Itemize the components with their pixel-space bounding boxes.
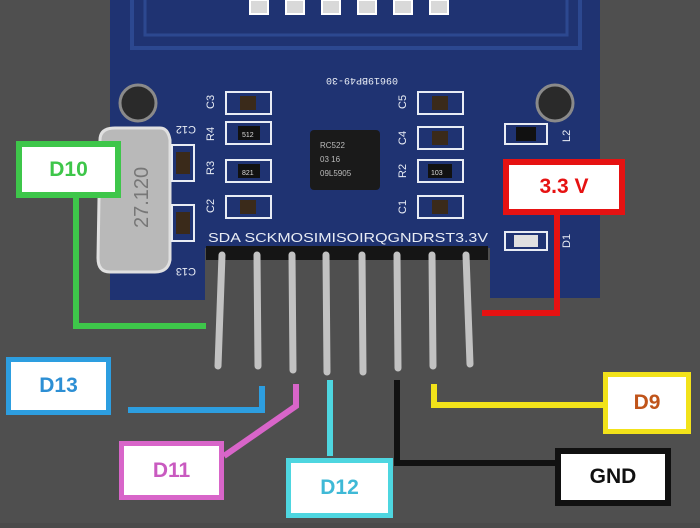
l2-inductor: [504, 123, 548, 145]
svg-text:C5: C5: [397, 95, 409, 109]
wire-gnd: [394, 380, 555, 466]
rc522-chip: RC522 03 16 09L5905: [310, 130, 380, 190]
label-3v3: 3.3 V: [503, 159, 625, 215]
antenna-trace: [130, 0, 582, 50]
label-d12: D12: [286, 458, 393, 518]
chip-text-2: 03 16: [320, 155, 341, 164]
left-components: 512 821 C3 R4 R3 C2: [205, 91, 272, 219]
svg-text:C12: C12: [176, 123, 196, 135]
label-d11-text: D11: [152, 458, 191, 482]
chip-text-1: RC522: [320, 141, 345, 150]
svg-text:C1: C1: [397, 200, 409, 214]
wire-d11: [222, 384, 299, 459]
svg-text:D1: D1: [561, 234, 573, 248]
label-d10: D10: [16, 141, 121, 198]
wire-d10: [73, 195, 206, 329]
svg-text:C2: C2: [205, 199, 217, 213]
c13-cap: [171, 204, 195, 242]
right-components: 103 C5 C4 R2 C1: [397, 91, 464, 219]
label-d13: D13: [6, 357, 111, 415]
header-silkscreen: SDA SCKMOSIMISOIRQGNDRST3.3V: [208, 230, 488, 245]
svg-text:103: 103: [431, 170, 443, 177]
svg-text:R2: R2: [397, 164, 409, 178]
label-3v3-text: 3.3 V: [539, 175, 589, 198]
label-gnd-text: GND: [589, 465, 637, 488]
svg-text:C4: C4: [397, 131, 409, 145]
mount-hole-right: [535, 83, 575, 123]
label-d12-text: D12: [320, 476, 359, 499]
antenna-trace-inner: [143, 0, 569, 37]
wire-d13: [128, 386, 265, 413]
svg-text:27.120: 27.120: [131, 167, 153, 228]
d1-led: [504, 231, 548, 251]
mount-hole-left: [118, 83, 158, 123]
svg-text:C13: C13: [176, 265, 196, 277]
c12-cap: [171, 144, 195, 182]
label-d11: D11: [119, 441, 224, 500]
label-gnd: GND: [555, 448, 671, 506]
svg-text:R3: R3: [205, 161, 217, 175]
svg-text:512: 512: [242, 132, 254, 139]
wire-d9: [431, 384, 603, 408]
board-code: 09619BP49-30: [326, 74, 398, 85]
rc522-board: 09619BP49-30 RC522 03 16 09L5905 512 821: [96, 0, 600, 300]
label-d13-text: D13: [39, 374, 78, 397]
header-plastic: [206, 246, 488, 260]
chip-text-3: 09L5905: [320, 169, 352, 178]
header-pins: [214, 251, 474, 376]
label-d10-text: D10: [49, 157, 88, 181]
label-d9: D9: [603, 372, 691, 434]
svg-text:L2: L2: [561, 130, 573, 142]
wires: [73, 195, 603, 466]
label-d9-text: D9: [633, 391, 661, 414]
svg-text:C3: C3: [205, 95, 217, 109]
svg-text:821: 821: [242, 170, 254, 177]
top-pads: [249, 0, 449, 15]
wire-3v3: [482, 212, 560, 316]
svg-text:R4: R4: [205, 127, 217, 141]
